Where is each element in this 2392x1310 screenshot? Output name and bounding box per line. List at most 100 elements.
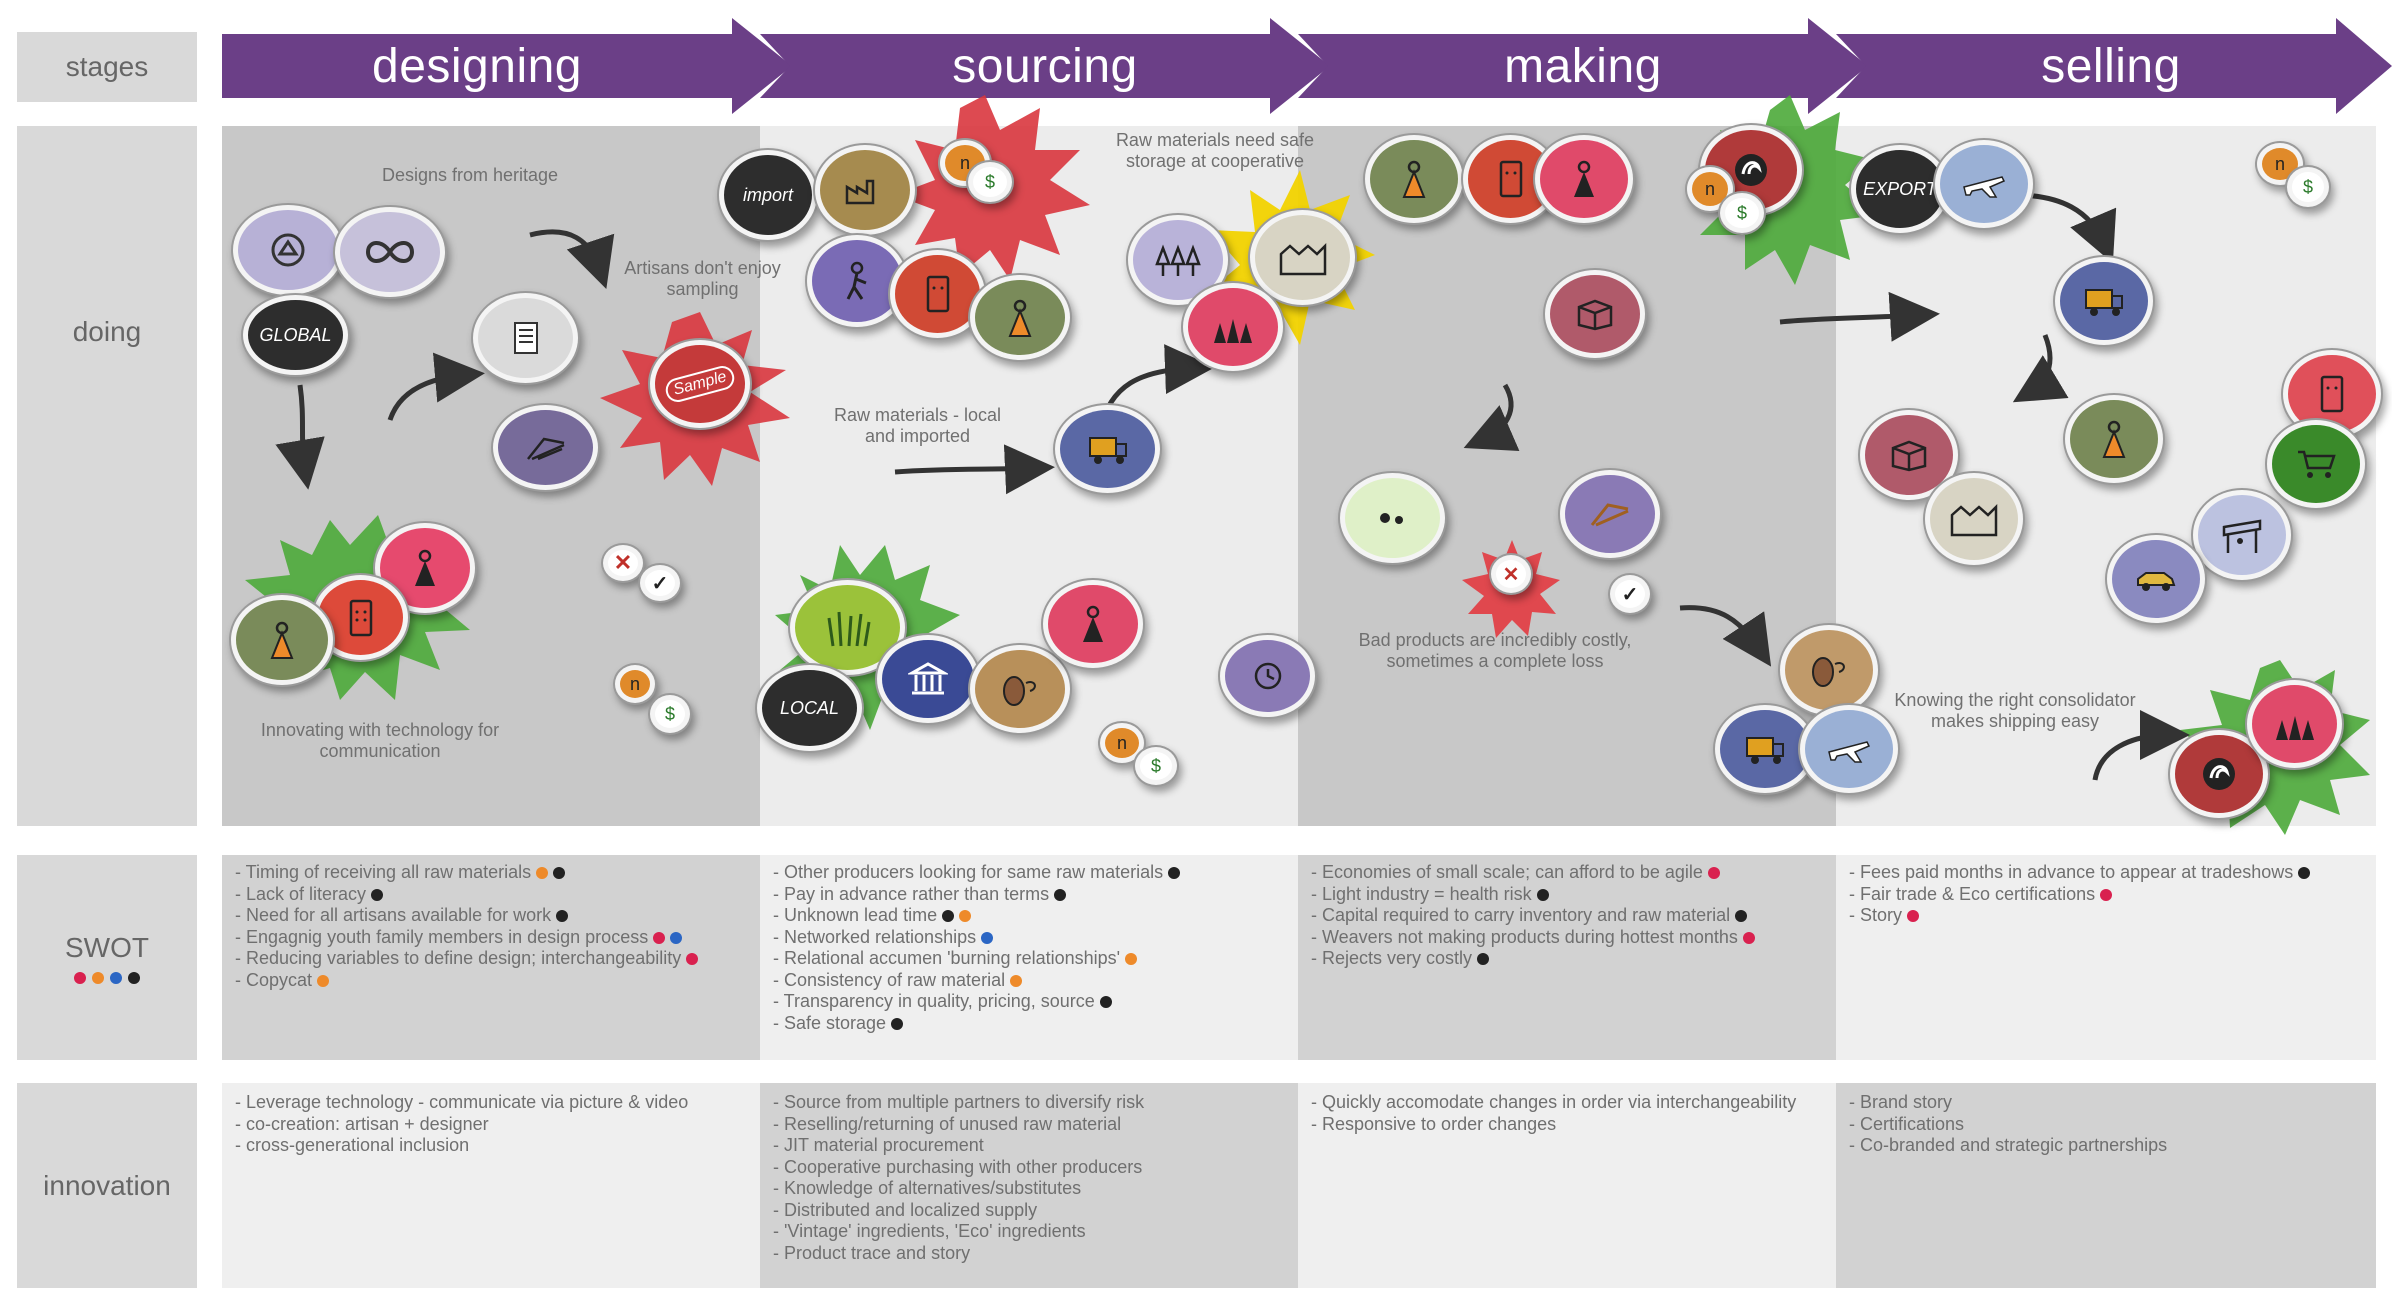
row-label-swot-text: SWOT <box>65 931 149 963</box>
cart-icon <box>2272 425 2360 503</box>
weaver-icon <box>1370 140 1458 218</box>
box-icon <box>1550 275 1640 353</box>
swot-item: - Weavers not making products during hot… <box>1311 927 1755 949</box>
swot-item: - Unknown lead time <box>773 905 1180 927</box>
arrow-selling-3 <box>2092 710 2190 781</box>
innovation-item: - Distributed and localized supply <box>773 1199 1038 1220</box>
swot-list-making: - Economies of small scale; can afford t… <box>1311 862 1755 970</box>
global-badge-text: GLOBAL <box>259 324 332 345</box>
swot-item-text: - Rejects very costly <box>1311 948 1473 968</box>
swot-legend-dot-orange <box>92 971 104 984</box>
check-icon: ✓ <box>645 570 675 596</box>
swot-item-text: - Need for all artisans available for wo… <box>235 905 552 925</box>
swot-item-text: - Story <box>1849 905 1903 925</box>
arrow-designing-1 <box>529 229 615 289</box>
export-badge: EXPORT <box>1856 150 1944 228</box>
swot-item-text: - Timing of receiving all raw materials <box>235 862 532 882</box>
innovation-item: - Reselling/returning of unused raw mate… <box>773 1113 1122 1134</box>
stage-label-making: making <box>1504 39 1662 93</box>
swot-item: - Copycat <box>235 970 698 992</box>
dollar-coin-text: $ <box>2302 176 2313 197</box>
swot-dot-orange <box>959 910 972 922</box>
loom-icon <box>1565 475 1655 553</box>
airplane-icon <box>1940 145 2028 223</box>
swot-dot-black <box>1536 888 1549 901</box>
arrow-sourcing-1 <box>894 444 1055 495</box>
stage-sourcing: sourcing <box>760 18 1330 114</box>
fairtrade-icon <box>2175 735 2263 813</box>
reject-icon: ✕ <box>1496 560 1526 588</box>
dollar-coin-icon: $ <box>973 167 1007 197</box>
weaver-icon <box>236 600 328 680</box>
speaker-icon <box>975 650 1065 728</box>
n-coin-text: n <box>1704 178 1715 199</box>
artisan-icon <box>1540 140 1628 218</box>
swot-item-text: - Capital required to carry inventory an… <box>1311 905 1731 925</box>
swot-item: - Other producers looking for same raw m… <box>773 862 1181 884</box>
swot-dot-red <box>653 931 666 944</box>
innovation-item: - co-creation: artisan + designer <box>235 1113 489 1134</box>
swot-item: - Lack of literacy <box>235 884 698 906</box>
stage-designing: designing <box>222 18 792 114</box>
swot-item-text: - Weavers not making products during hot… <box>1311 926 1738 947</box>
innovation-item: - Source from multiple partners to diver… <box>773 1092 1145 1112</box>
swot-dot-black <box>1099 996 1112 1008</box>
note-designs-from-heritage: Designs from heritage <box>381 165 559 185</box>
innovation-item: - Knowledge of alternatives/substitutes <box>773 1178 1082 1198</box>
arrow-selling-1 <box>2014 192 2117 264</box>
swot-dot-black <box>371 888 384 901</box>
dollar-coin-icon: $ <box>1140 752 1172 780</box>
local-badge-text: LOCAL <box>779 697 840 718</box>
trees-icon <box>1133 220 1223 300</box>
row-label-innovation-text: innovation <box>43 1169 171 1201</box>
dollar-coin-icon: $ <box>655 700 685 728</box>
swot-dot-blue <box>981 931 994 944</box>
n-coin-icon: n <box>2262 148 2298 180</box>
swot-dot-red <box>1707 867 1720 879</box>
note-innovating-tech: Innovating with technology for communica… <box>260 720 500 761</box>
n-coin-icon: n <box>1692 172 1728 206</box>
phone-icon <box>2288 355 2376 433</box>
note-raw-materials-local: Raw materials - local and imported <box>833 405 1002 446</box>
arrow-making-3 <box>1779 291 1940 342</box>
clock-icon <box>1225 640 1310 712</box>
swot-legend-dot-red <box>74 971 86 984</box>
swot-dot-red <box>686 953 699 965</box>
innovation-list-selling: - Brand story- Certifications- Co-brande… <box>1849 1092 2167 1157</box>
weaver-icon <box>2070 400 2158 478</box>
dollar-coin-text: $ <box>984 171 995 192</box>
swot-dot-black <box>1735 910 1748 922</box>
note-raw-materials-storage: Raw materials need safe storage at coope… <box>1115 130 1315 171</box>
swot-item-text: - Fair trade & Eco certifications <box>1849 883 2096 904</box>
document-icon <box>478 298 573 378</box>
innovation-list-making: - Quickly accomodate changes in order vi… <box>1311 1092 1796 1135</box>
swot-item-text: - Light industry = health risk <box>1311 883 1532 904</box>
swot-item: - Timing of receiving all raw materials <box>235 862 698 884</box>
arrow-designing-2 <box>275 384 325 490</box>
swot-legend-dot-black <box>128 971 140 984</box>
market-stall-icon <box>2198 495 2286 575</box>
innovation-item: - Product trace and story <box>773 1242 971 1263</box>
swot-item-text: - Pay in advance rather than terms <box>773 883 1050 904</box>
n-coin-text: n <box>629 673 640 694</box>
innovation-item: - Quickly accomodate changes in order vi… <box>1311 1092 1797 1112</box>
swot-dot-blue <box>670 931 683 944</box>
bank-icon <box>882 640 974 718</box>
innovation-panel-sourcing <box>760 1083 1298 1288</box>
local-badge: LOCAL <box>762 670 857 746</box>
heritage-badge <box>238 210 338 290</box>
swot-item: - Relational accumen 'burning relationsh… <box>773 948 1180 970</box>
row-label-innovation: innovation <box>17 1083 197 1288</box>
global-badge: GLOBAL <box>248 300 343 370</box>
swot-item: - Fair trade & Eco certifications <box>1849 884 2310 906</box>
innovation-panel-designing <box>222 1083 760 1288</box>
swot-list-selling: - Fees paid months in advance to appear … <box>1849 862 2311 927</box>
car-icon <box>2112 540 2200 618</box>
swot-item-text: - Fees paid months in advance to appear … <box>1849 862 2294 882</box>
note-bad-products: Bad products are incredibly costly, some… <box>1358 630 1632 671</box>
innovation-item: - Leverage technology - communicate via … <box>235 1092 689 1112</box>
warehouse-icon <box>1930 478 2018 560</box>
swot-list-designing: - Timing of receiving all raw materials-… <box>235 862 699 992</box>
row-label-stages: stages <box>17 32 197 102</box>
